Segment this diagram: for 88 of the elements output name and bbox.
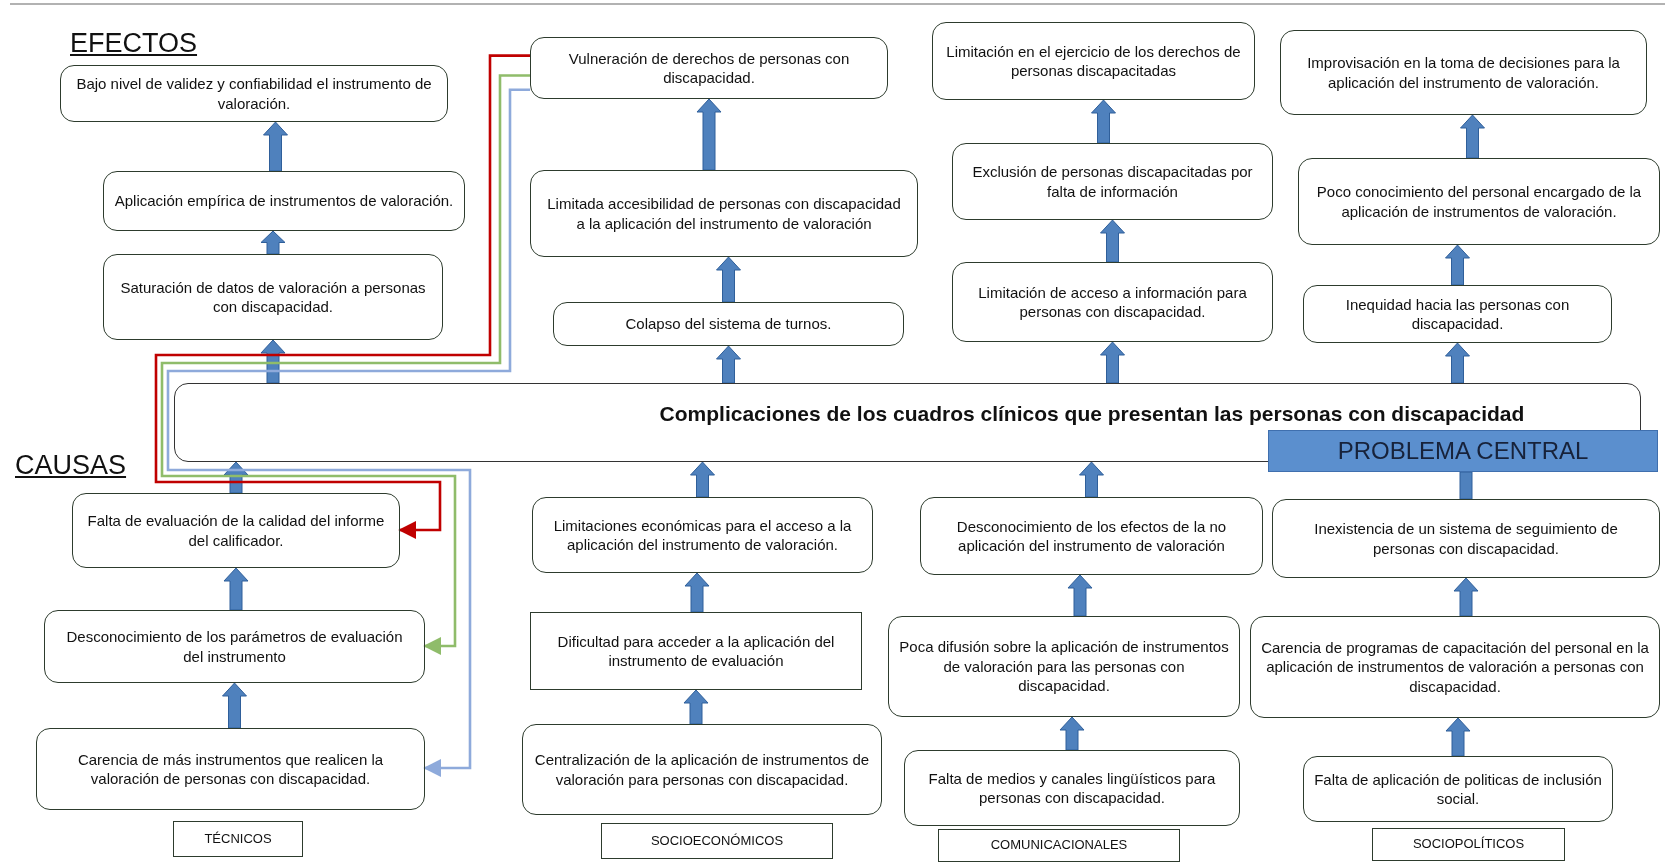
- rounded-box: [1250, 616, 1660, 718]
- rounded-box: [103, 171, 465, 231]
- rounded-box: [952, 143, 1273, 220]
- block-arrow: [696, 98, 722, 171]
- curved-arrow: [166, 88, 530, 778]
- node-text: Bajo nivel de validez y confiabilidad el instrumento de valoración.: [75, 74, 433, 113]
- rounded-box: [530, 37, 888, 99]
- category-label: COMUNICACIONALES: [990, 837, 1128, 854]
- block-arrow: [683, 689, 709, 725]
- rounded-box: [522, 724, 882, 815]
- block-arrow: [260, 339, 286, 384]
- rounded-box: [553, 302, 904, 346]
- category-label: SOCIOECONÓMICOS: [650, 832, 784, 850]
- node-text: Poco conocimiento del personal encargado de la aplicación de instrumentos de valoración.: [1315, 182, 1643, 221]
- node-text: Inequidad hacia las personas con discapacidad.: [1344, 294, 1571, 334]
- node-text: Carencia de más instrumentos que realicen la valoración de personas con discapacidad.: [76, 749, 385, 789]
- block-arrow: [1445, 244, 1470, 286]
- node-text: Centralización de la aplicación de instrumentos de valoración para personas con discapacidad.: [533, 750, 871, 789]
- block-arrow: [1445, 717, 1471, 757]
- node-text: Complicaciones de los cuadros clínicos que presentan las personas con discapacidad: [658, 401, 1526, 427]
- block-arrow: [263, 121, 288, 172]
- rounded-box: [1303, 285, 1612, 343]
- rounded-box: [1303, 756, 1613, 822]
- node-text: Falta de aplicación de politicas de inclusión social.: [1314, 769, 1602, 809]
- block-arrow: [716, 345, 741, 384]
- rounded-box: [530, 170, 918, 257]
- block-arrow: [684, 572, 710, 613]
- rounded-box: [72, 493, 400, 568]
- node-text: Inexistencia de un sistema de seguimiento de personas con discapacidad.: [1313, 519, 1619, 558]
- category-label: TÉCNICOS: [204, 830, 272, 848]
- node-text: Improvisación en la toma de decisiones para la aplicación del instrumento de valoración.: [1306, 53, 1621, 92]
- block-arrow: [1459, 471, 1473, 500]
- node-text: Vulneración de derechos de personas con discapacidad.: [567, 48, 851, 88]
- node-text: Limitaciones económicas para el acceso a la aplicación del instrumento de valoración.: [552, 515, 853, 555]
- block-arrow: [1100, 219, 1125, 263]
- rounded-box: [920, 497, 1263, 575]
- problem-banner: [1268, 430, 1658, 472]
- node-text: Limitación en el ejercicio de los derechos de personas discapacitadas: [945, 41, 1242, 81]
- category-box: [1372, 828, 1565, 861]
- block-arrow: [1460, 114, 1485, 159]
- block-arrow: [222, 682, 247, 729]
- curved-arrow: [154, 54, 530, 540]
- section-heading: EFECTOS: [70, 28, 198, 59]
- node-text: Colapso del sistema de turnos.: [625, 314, 832, 334]
- category-box: [601, 823, 833, 859]
- node-text: Desconocimiento de los efectos de la no aplicación del instrumento de valoración: [955, 516, 1228, 556]
- node-text: Falta de medios y canales lingüísticos para personas con discapacidad.: [927, 768, 1217, 808]
- category-box: [173, 821, 303, 857]
- rounded-box: [932, 22, 1255, 100]
- node-text: Limitación de acceso a información para personas con discapacidad.: [977, 282, 1248, 322]
- block-arrow: [1453, 577, 1479, 617]
- node-text: Limitada accesibilidad de personas con discapacidad a la aplicación del instrumento de valoración: [546, 194, 902, 233]
- rounded-box: [888, 616, 1240, 717]
- block-arrow: [1067, 574, 1093, 617]
- rounded-box: [532, 497, 873, 573]
- rounded-box: [103, 254, 443, 340]
- node-text: Carencia de programas de capacitación del personal en la aplicación de instrumentos de valoración a personas con discapacidad.: [1261, 637, 1649, 697]
- block-arrow: [260, 230, 286, 255]
- section-heading: CAUSAS: [15, 450, 127, 481]
- block-arrow: [1091, 99, 1116, 144]
- curved-arrow: [160, 74, 530, 656]
- category-box: [938, 829, 1180, 862]
- rounded-box: [1298, 158, 1660, 245]
- block-arrow: [223, 461, 249, 494]
- category-label: SOCIOPOLÍTICOS: [1412, 836, 1525, 853]
- block-arrow: [1059, 716, 1085, 751]
- node-text: Desconocimiento de los parámetros de evaluación del instrumento: [65, 627, 404, 666]
- rounded-box: [904, 750, 1240, 826]
- rounded-box: [1280, 30, 1647, 115]
- rounded-box: [44, 610, 425, 683]
- block-arrow: [1079, 461, 1104, 498]
- block-arrow: [716, 256, 741, 303]
- node-text: Saturación de datos de valoración a personas con discapacidad.: [119, 277, 427, 317]
- node-text: Poca difusión sobre la aplicación de instrumentos de valoración para las personas con discapacidad.: [899, 637, 1229, 696]
- block-arrow: [690, 461, 715, 498]
- rounded-box: [1272, 499, 1660, 578]
- banner-label: PROBLEMA CENTRAL: [1337, 436, 1589, 467]
- node-text: Dificultad para acceder a la aplicación del instrumento de evaluación: [556, 631, 836, 671]
- rounded-box: [952, 262, 1273, 342]
- block-arrow: [223, 567, 249, 611]
- block-arrow: [1445, 342, 1470, 384]
- node-text: Falta de evaluación de la calidad del informe del calificador.: [86, 511, 386, 550]
- node-text: Exclusión de personas discapacitadas por falta de información: [971, 162, 1254, 201]
- rounded-box: [60, 65, 448, 122]
- process-box: [530, 612, 862, 690]
- block-arrow: [1100, 341, 1125, 384]
- rounded-box: [36, 728, 425, 810]
- node-text: Aplicación empírica de instrumentos de valoración.: [114, 191, 454, 211]
